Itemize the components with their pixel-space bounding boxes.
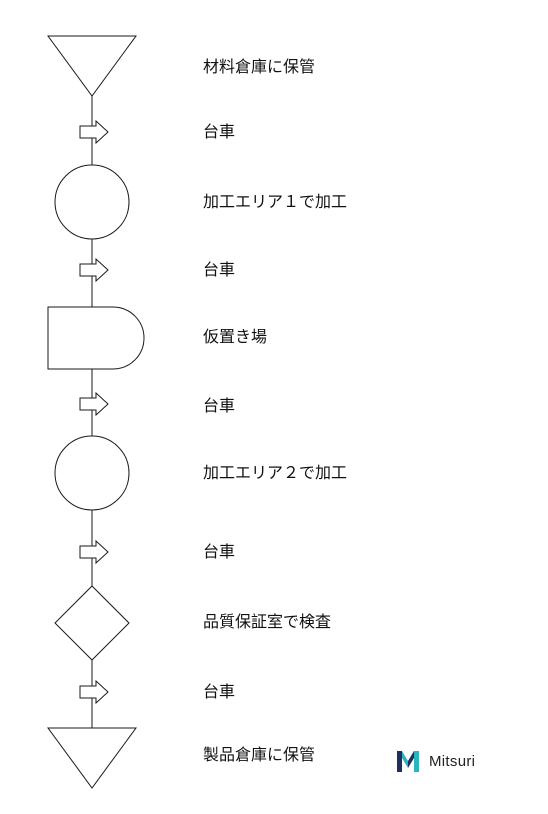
inspection-diamond-icon (54, 585, 130, 661)
process-circle-icon (54, 435, 130, 511)
transport-arrow-icon (79, 257, 109, 283)
process-circle-icon (54, 164, 130, 240)
step-label-transport: 台車 (203, 396, 236, 415)
mitsuri-logo-icon (397, 751, 419, 772)
step-label-process-area-1: 加工エリア１で加工 (203, 192, 348, 211)
step-label-transport: 台車 (203, 122, 236, 141)
step-label-transport: 台車 (203, 542, 236, 561)
transport-arrow-icon (79, 539, 109, 565)
step-label-process-area-2: 加工エリア２で加工 (203, 463, 348, 482)
transport-arrow-icon (79, 391, 109, 417)
storage-triangle-icon (47, 727, 137, 789)
step-label-product-storage: 製品倉庫に保管 (203, 745, 316, 764)
step-label-transport: 台車 (203, 682, 236, 701)
brand-name: Mitsuri (429, 752, 476, 770)
transport-arrow-icon (79, 119, 109, 145)
step-label-raw-material-storage: 材料倉庫に保管 (203, 57, 316, 76)
brand-logo: Mitsuri (395, 748, 475, 774)
storage-triangle-icon (47, 35, 137, 97)
stagnation-d-shape-icon (47, 306, 145, 370)
step-label-quality-inspection: 品質保証室で検査 (203, 612, 332, 631)
step-label-transport: 台車 (203, 260, 236, 279)
transport-arrow-icon (79, 679, 109, 705)
step-label-temporary-storage: 仮置き場 (203, 327, 268, 346)
